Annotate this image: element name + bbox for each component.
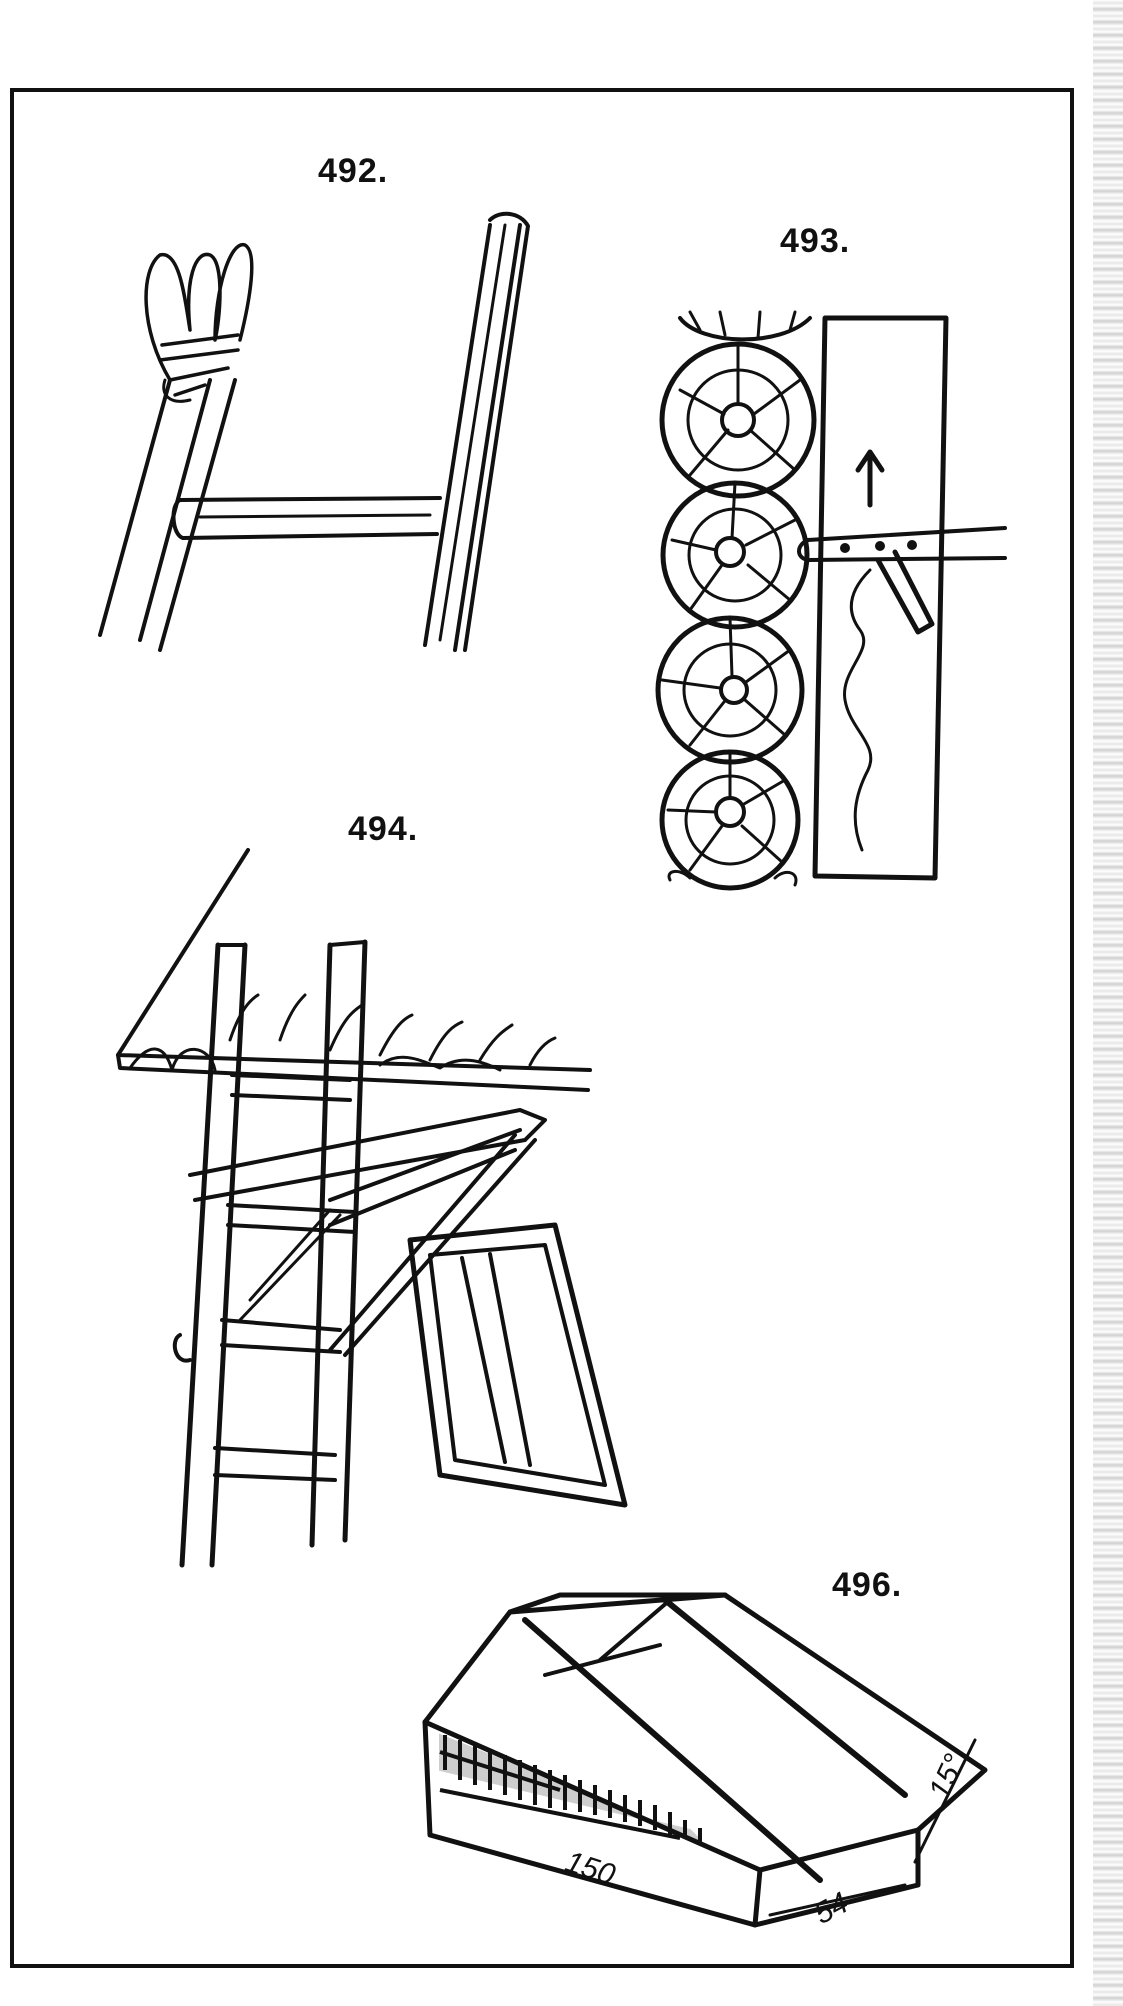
figure-496-box-drawing [422, 1592, 988, 1928]
scanned-page-edge [1093, 0, 1123, 2006]
figure-496-label: 496. [832, 1566, 903, 1604]
figure-494-ladder-roof-drawing [116, 848, 628, 1568]
figure-492-ladder-drawing [98, 211, 530, 652]
figure-493-label: 493. [780, 222, 851, 260]
figure-494-label: 494. [348, 810, 419, 848]
figure-493-logs-drawing [655, 310, 1007, 891]
figure-492-label: 492. [318, 152, 389, 190]
illustration-frame [10, 88, 1074, 1968]
